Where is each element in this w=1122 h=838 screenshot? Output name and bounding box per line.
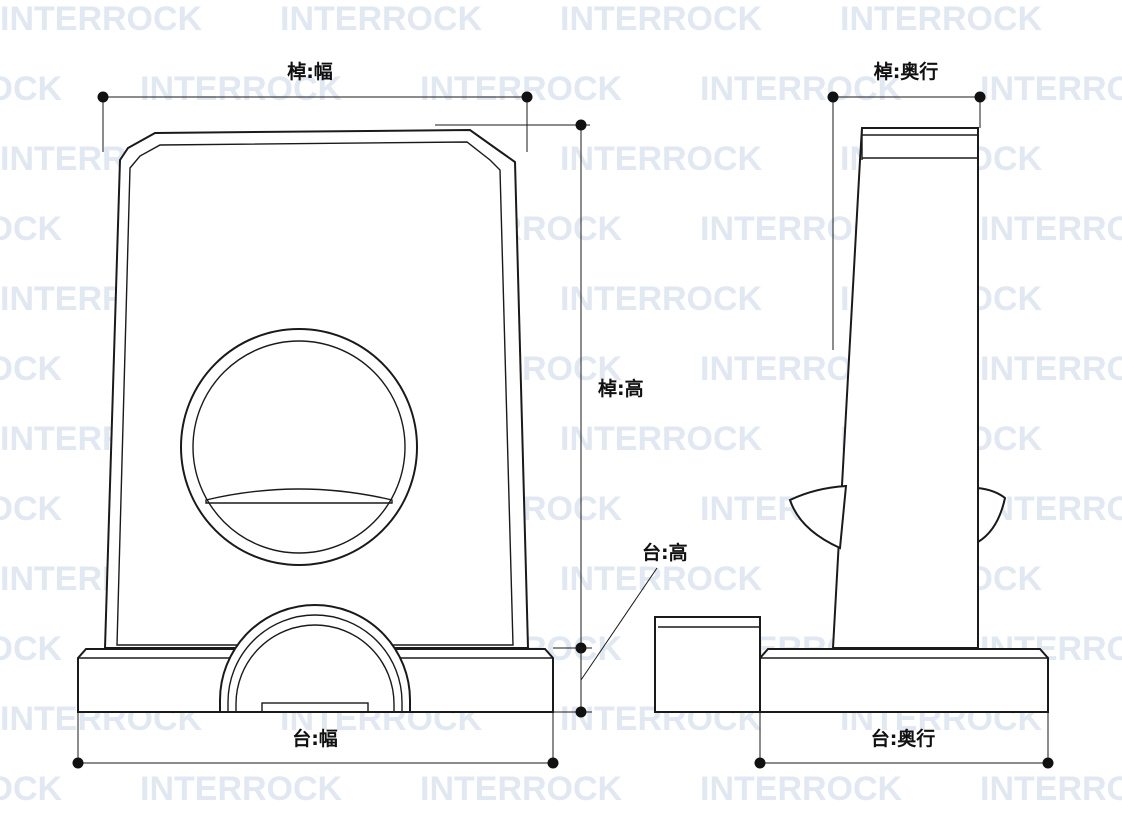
watermark-text: INTERROCK (560, 280, 763, 318)
dim-base-height-dot-bottom (575, 706, 587, 718)
watermark-text: INTERROCK (1120, 700, 1122, 738)
watermark-text: INTERROCK (980, 210, 1122, 248)
side-view (654, 127, 1049, 713)
watermark-text: INTERROCK (980, 70, 1122, 108)
watermark-text: INTERROCK (560, 560, 763, 598)
label-body-height: 棹:高 (598, 377, 644, 400)
watermark-text: INTERROCK (560, 140, 763, 178)
front-crest-inner-circle (192, 340, 406, 554)
side-flower-holder-right (977, 486, 1007, 544)
watermark-text: INTERROCK (0, 490, 63, 528)
dimension-labels: 棹:幅 棹:奥行 棹:高 台:高 台:幅 台:奥行 (287, 60, 938, 750)
watermark-text: INTERROCK (560, 0, 763, 38)
dim-base-width-dot-right (547, 757, 559, 769)
watermark-text: INTERROCK (1120, 420, 1122, 458)
watermark-text: INTERROCK (560, 420, 763, 458)
watermark-text: INTERROCK (0, 0, 203, 38)
label-body-depth: 棹:奥行 (874, 60, 939, 83)
front-incense-arch-mid (227, 614, 403, 712)
front-view (77, 128, 554, 713)
dim-base-depth-dot-right (1042, 757, 1054, 769)
watermark-text: INTERROCK (0, 70, 63, 108)
dim-body-depth-dot-right (974, 91, 986, 103)
side-body-outline (831, 127, 979, 649)
dim-base-width-dot-left (72, 757, 84, 769)
watermark-text: INTERROCK (140, 770, 343, 808)
dim-body-height-dot-top (575, 119, 587, 131)
watermark-text: INTERROCK (140, 70, 343, 108)
watermark-text: INTERROCK (1120, 140, 1122, 178)
watermark-text: INTERROCK (840, 0, 1043, 38)
watermark-text: INTERROCK (700, 70, 903, 108)
front-flower-holder (205, 488, 393, 504)
front-crest-outer-circle (180, 328, 418, 566)
watermark-text: INTERROCK (700, 770, 903, 808)
side-front-block (654, 616, 761, 713)
dim-body-width-dot-right (521, 91, 533, 103)
watermark-text: INTERROCK (0, 210, 63, 248)
watermark-text: INTERROCK (0, 630, 63, 668)
watermark-text: INTERROCK (1120, 0, 1122, 38)
watermark-text: INTERROCK (280, 0, 483, 38)
front-incense-slot (261, 702, 369, 713)
side-flower-holder-left (788, 484, 848, 550)
front-incense-arch-inner (235, 624, 395, 712)
dim-base-depth-dot-left (754, 757, 766, 769)
label-base-width: 台:幅 (292, 727, 338, 750)
watermark-text: INTERROCK (1120, 560, 1122, 598)
watermark-text: INTERROCK (0, 350, 63, 388)
dimension-lines (72, 91, 1054, 769)
watermark-text: INTERROCK (1120, 280, 1122, 318)
watermark-text: INTERROCK (0, 770, 63, 808)
watermark-text: INTERROCK (980, 350, 1122, 388)
label-body-width: 棹:幅 (287, 60, 333, 83)
label-base-depth: 台:奥行 (871, 727, 936, 750)
watermark-text: INTERROCK (420, 770, 623, 808)
watermark-text: INTERROCK (420, 70, 623, 108)
label-base-height: 台:高 (642, 541, 688, 564)
watermark-text: INTERROCK (980, 770, 1122, 808)
dim-body-depth-dot-left (827, 91, 839, 103)
front-incense-arch-outer (219, 604, 411, 713)
dim-base-height-leader (580, 567, 658, 681)
dim-body-width-dot-left (97, 91, 109, 103)
